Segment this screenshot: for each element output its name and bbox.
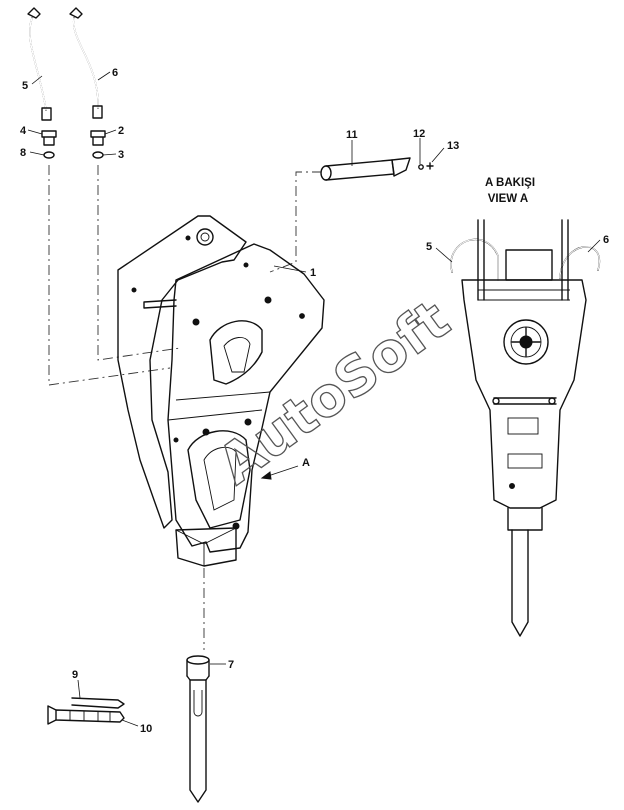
split-pin-13 xyxy=(426,162,434,170)
callout-2: 2 xyxy=(118,125,124,137)
watermark-logo: AutoSoft xyxy=(207,288,461,497)
retaining-pin-9 xyxy=(71,697,125,709)
o-ring-8 xyxy=(43,151,55,159)
o-ring-3 xyxy=(92,151,104,159)
callout-1: 1 xyxy=(310,267,316,279)
pin-11 xyxy=(320,157,411,181)
chisel-7 xyxy=(186,655,210,803)
fitting-2 xyxy=(90,130,106,146)
callout-6-view-a: 6 xyxy=(603,234,609,246)
callout-13: 13 xyxy=(447,140,459,152)
fitting-4 xyxy=(41,130,57,146)
callout-5-view-a: 5 xyxy=(426,241,432,253)
hose-6 xyxy=(69,7,103,119)
routing-line-left xyxy=(48,165,171,386)
callout-8: 8 xyxy=(20,147,26,159)
bracket-assembly xyxy=(117,215,325,567)
washer-12 xyxy=(418,164,424,170)
callout-10: 10 xyxy=(140,723,152,735)
callout-5: 5 xyxy=(22,80,28,92)
hose-5 xyxy=(27,7,52,121)
callout-12: 12 xyxy=(413,128,425,140)
callout-4: 4 xyxy=(20,125,27,137)
view-a-title-line-2: VIEW A xyxy=(488,193,528,205)
callout-6: 6 xyxy=(112,67,118,79)
view-a-assembly xyxy=(450,219,601,637)
routing-line-right xyxy=(97,165,181,361)
leader-lines xyxy=(27,71,601,727)
retaining-pin-10 xyxy=(47,705,125,725)
callout-view-a-arrow: A xyxy=(302,457,310,469)
view-a-title-line-1: A BAKIŞI xyxy=(485,177,535,189)
callout-11: 11 xyxy=(346,129,358,141)
callout-7: 7 xyxy=(228,659,234,671)
pin-routing-line xyxy=(269,171,322,273)
callout-3: 3 xyxy=(118,149,124,161)
callout-9: 9 xyxy=(72,669,78,681)
